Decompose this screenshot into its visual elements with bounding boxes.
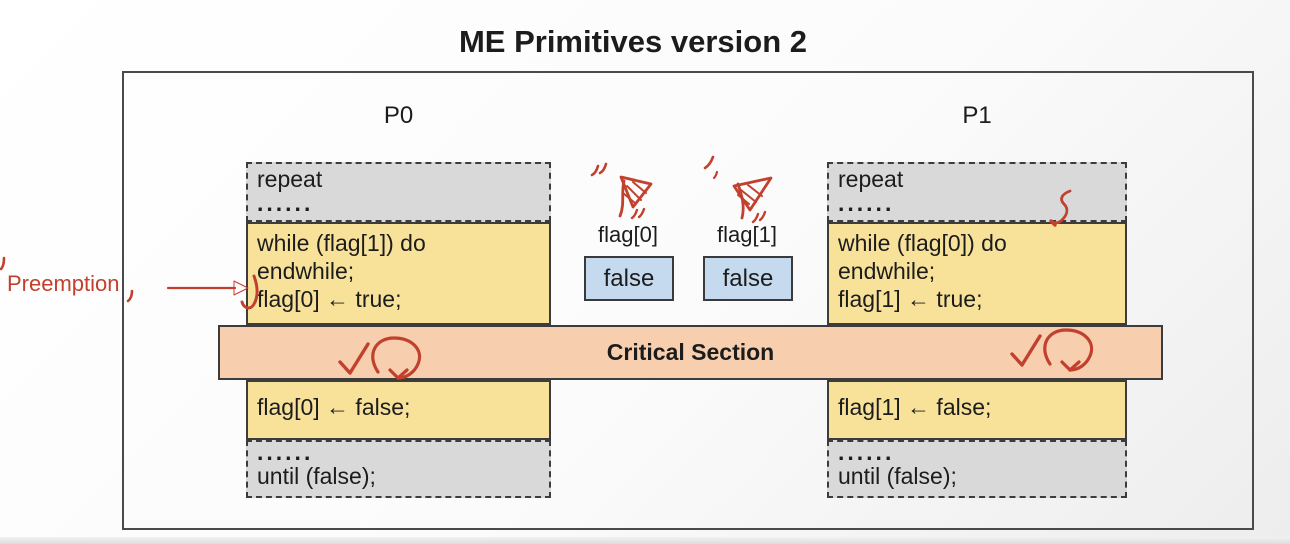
p1-exit-section: flag[1] ← false; xyxy=(827,380,1127,440)
critical-section-label: Critical Section xyxy=(606,339,775,365)
p1-set-flag-true-line: flag[1] ← true; xyxy=(838,286,983,312)
p0-top-ellipsis: ...... xyxy=(257,190,314,216)
p1-repeat-line: repeat xyxy=(838,166,904,192)
p0-entry-section: while (flag[1]) do endwhile; flag[0] ← t… xyxy=(246,222,551,325)
process-p1-label: P1 xyxy=(962,102,992,129)
p1-set-flag-false-line: flag[1] ← false; xyxy=(838,394,992,420)
p0-set-flag-true-line: flag[0] ← true; xyxy=(257,286,402,312)
flag1-value-box: false xyxy=(703,256,793,301)
p1-until-section: ...... until (false); xyxy=(827,440,1127,498)
p1-repeat-section: repeat ...... xyxy=(827,162,1127,222)
flag1-label: flag[1] xyxy=(717,222,777,247)
p1-top-ellipsis: ...... xyxy=(838,190,895,216)
flag0-value-box: false xyxy=(584,256,674,301)
process-p0-label: P0 xyxy=(383,102,414,129)
p0-until-line: until (false); xyxy=(257,463,376,489)
p1-endwhile-line: endwhile; xyxy=(838,258,936,284)
p0-set-flag-false-line: flag[0] ← false; xyxy=(257,394,411,420)
slide-bottom-edge xyxy=(0,537,1290,544)
flag1-value: false xyxy=(722,264,774,292)
preemption-annotation: Preemption xyxy=(7,271,120,296)
p0-exit-section: flag[0] ← false; xyxy=(246,380,551,440)
slide-title: ME Primitives version 2 xyxy=(458,24,808,59)
diagram-frame xyxy=(122,71,1254,530)
p1-while-line: while (flag[0]) do xyxy=(838,230,1007,256)
preemption-open-quote-icon xyxy=(0,256,6,271)
p0-repeat-line: repeat xyxy=(257,166,323,192)
p0-while-line: while (flag[1]) do xyxy=(257,230,426,256)
p1-entry-section: while (flag[0]) do endwhile; flag[1] ← t… xyxy=(827,222,1127,325)
p1-until-line: until (false); xyxy=(838,463,957,489)
p0-repeat-section: repeat ...... xyxy=(246,162,551,222)
p0-bottom-ellipsis: ...... xyxy=(257,439,314,465)
critical-section-band: Critical Section xyxy=(218,325,1163,380)
p0-until-section: ...... until (false); xyxy=(246,440,551,498)
flag0-label: flag[0] xyxy=(598,222,658,247)
p0-endwhile-line: endwhile; xyxy=(257,258,355,284)
p1-bottom-ellipsis: ...... xyxy=(838,439,895,465)
flag0-value: false xyxy=(603,264,655,292)
